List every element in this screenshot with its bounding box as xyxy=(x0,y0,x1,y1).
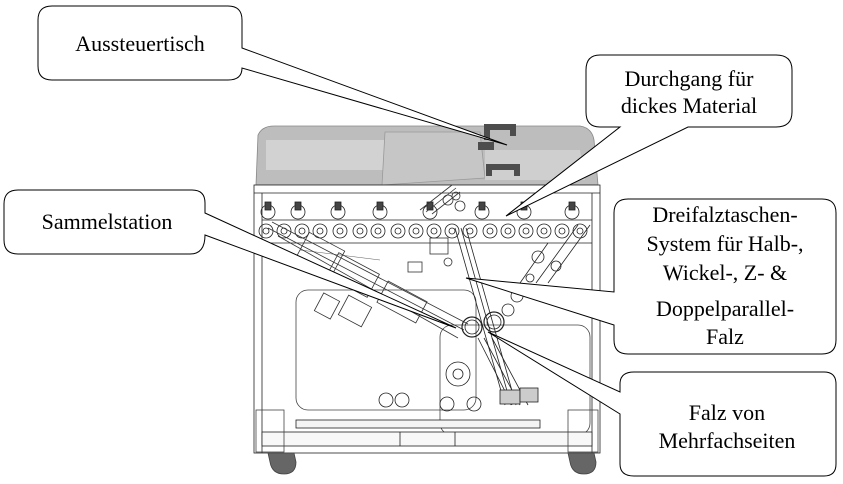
fold-pocket-system xyxy=(378,224,591,412)
roller-hub xyxy=(430,227,438,235)
callout-label-durchgang-1: Durchgang für xyxy=(625,66,755,91)
callout-dreifalztaschen: Dreifalztaschen- System für Halb-, Wicke… xyxy=(465,198,837,355)
machine xyxy=(253,124,601,475)
tray-handle-top xyxy=(484,124,516,140)
roller-hub xyxy=(504,227,512,235)
upper-mechanics xyxy=(407,184,466,273)
roller-hub xyxy=(262,227,270,235)
callout-label-mehrfachseiten-2: Mehrfachseiten xyxy=(659,428,796,453)
roller-bracket xyxy=(294,201,302,211)
roller xyxy=(444,223,460,239)
roller xyxy=(518,223,534,239)
roller xyxy=(462,223,478,239)
roller-hub xyxy=(576,227,584,235)
casters xyxy=(267,452,597,475)
callouts: Aussteuertisch Durchgang für dickes Mate… xyxy=(3,5,837,477)
roller-bracket xyxy=(376,201,384,211)
roller xyxy=(332,223,348,239)
callout-label-mehrfachseiten-1: Falz von xyxy=(689,400,765,425)
roller-hub xyxy=(336,227,344,235)
roller xyxy=(370,223,386,239)
callout-label-dreifalztaschen-1: Dreifalztaschen- xyxy=(652,202,797,227)
roller xyxy=(276,223,292,239)
roller-bracket xyxy=(334,201,342,211)
callout-durchgang: Durchgang für dickes Material xyxy=(505,54,793,217)
callout-label-dreifalztaschen-5: Falz xyxy=(706,324,744,349)
roller-hub xyxy=(374,227,382,235)
roller-hub xyxy=(558,227,566,235)
callout-sammelstation: Sammelstation xyxy=(3,189,457,329)
callout-aussteuertisch: Aussteuertisch xyxy=(37,5,508,146)
roller-hub xyxy=(540,227,548,235)
tray-handle-bottom xyxy=(486,164,520,176)
callout-label-aussteuertisch: Aussteuertisch xyxy=(75,31,205,56)
callout-label-dreifalztaschen-4: Doppelparallel- xyxy=(656,296,794,321)
roller-hub xyxy=(316,227,324,235)
roller xyxy=(408,223,424,239)
callout-label-dreifalztaschen-3: Wickel-, Z- & xyxy=(663,260,787,285)
callout-label-durchgang-2: dickes Material xyxy=(621,93,757,118)
roller xyxy=(482,223,498,239)
callout-label-dreifalztaschen-2: System für Halb-, xyxy=(646,231,803,256)
roller-hub xyxy=(412,227,420,235)
roller-bracket xyxy=(478,201,486,211)
roller xyxy=(500,223,516,239)
transport-rollers-top xyxy=(260,201,580,220)
roller xyxy=(536,223,552,239)
roller-hub xyxy=(486,227,494,235)
callout-mehrfachseiten: Falz von Mehrfachseiten xyxy=(487,331,837,477)
roller-bracket xyxy=(264,201,272,211)
callout-label-sammelstation: Sammelstation xyxy=(42,209,173,234)
roller-hub xyxy=(394,227,402,235)
roller xyxy=(572,223,588,239)
roller-hub xyxy=(448,227,456,235)
roller xyxy=(352,223,368,239)
roller-hub xyxy=(298,227,306,235)
roller xyxy=(390,223,406,239)
roller-hub xyxy=(356,227,364,235)
output-tray xyxy=(255,124,599,186)
roller-hub xyxy=(522,227,530,235)
roller xyxy=(554,223,570,239)
roller-bracket xyxy=(568,201,576,211)
